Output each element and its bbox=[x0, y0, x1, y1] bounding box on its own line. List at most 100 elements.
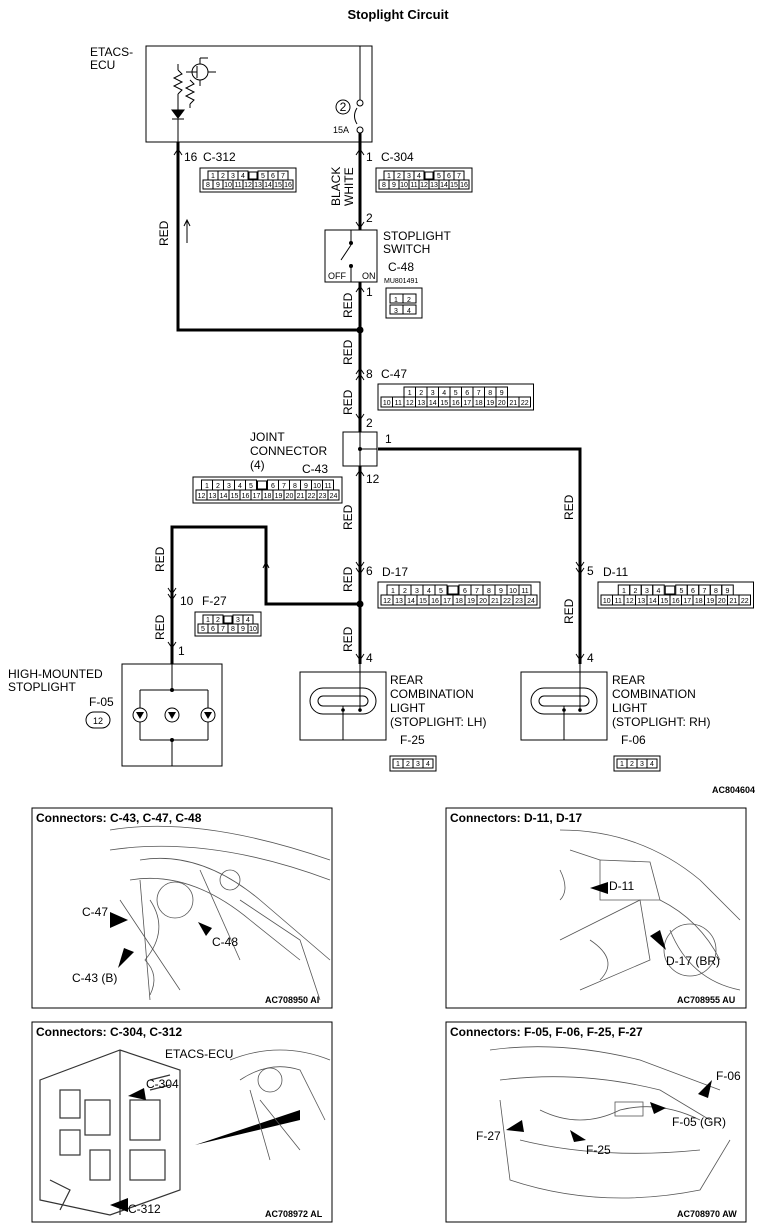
connector-pin-label: 4 bbox=[246, 617, 250, 624]
connector-pin-label: 1 bbox=[408, 390, 412, 397]
connector-pin-label: 20 bbox=[718, 598, 726, 605]
panel3-title: Connectors: C-304, C-312 bbox=[36, 1025, 182, 1039]
high-mount-label-1: HIGH-MOUNTED bbox=[8, 667, 103, 681]
connector-pin-label: 17 bbox=[463, 400, 471, 407]
connector-pin-label: 8 bbox=[714, 588, 718, 595]
panel1-arrow-c48 bbox=[198, 922, 212, 936]
connector-pin-label: 10 bbox=[509, 588, 517, 595]
connector-pin-label: 3 bbox=[227, 483, 231, 490]
high-mounted-stoplight: HIGH-MOUNTED STOPLIGHT 12 bbox=[8, 663, 223, 767]
pin-labels: 16 1 2 1 8 2 1 12 6 5 10 1 4 4 bbox=[178, 150, 594, 665]
part-c48: MU801491 bbox=[384, 278, 418, 285]
wire-label-red-3: RED bbox=[341, 339, 355, 365]
connector-pin-label: 6 bbox=[271, 483, 275, 490]
connector-pin-label: 1 bbox=[205, 483, 209, 490]
connector-key bbox=[447, 585, 459, 595]
pin-c48-out: 1 bbox=[366, 285, 373, 299]
panel4-arrow-f27 bbox=[506, 1120, 524, 1132]
connector-pin-label: 11 bbox=[234, 182, 241, 189]
connector-pin-label: 2 bbox=[403, 588, 407, 595]
ecu-transistor-icon bbox=[171, 57, 216, 142]
current-arrow-left bbox=[183, 218, 191, 243]
connector-pin-label: 15 bbox=[660, 598, 668, 605]
pin-c43-top: 2 bbox=[366, 416, 373, 430]
connector-pin-label: 21 bbox=[297, 493, 305, 500]
connector-pin-label: 12 bbox=[198, 493, 206, 500]
pin-c47: 8 bbox=[366, 367, 373, 381]
connector-pin-label: 4 bbox=[417, 173, 421, 180]
name-c47: C-47 bbox=[381, 367, 407, 381]
connector-pin-label: 2 bbox=[216, 617, 220, 624]
connector-pin-label: 9 bbox=[726, 588, 730, 595]
connector-pin-label: 5 bbox=[261, 173, 265, 180]
connector-pin-label: 15 bbox=[274, 182, 282, 189]
f05-pins: 12 bbox=[93, 716, 103, 726]
panel2-arrow-d17 bbox=[650, 930, 666, 950]
splice-dot-1 bbox=[356, 326, 364, 334]
connector-pin-label: 10 bbox=[224, 182, 232, 189]
connector-pin-label: 7 bbox=[457, 173, 461, 180]
ecu-box bbox=[145, 45, 373, 143]
connector-pin-label: 17 bbox=[683, 598, 691, 605]
connector-pin-label: 14 bbox=[649, 598, 657, 605]
panel1-dashboard-sketch bbox=[109, 825, 331, 1001]
wire-label-red-4: RED bbox=[341, 389, 355, 415]
connector-pin-cell bbox=[518, 396, 531, 408]
name-c48: C-48 bbox=[388, 260, 414, 274]
connector-pin-label: 19 bbox=[275, 493, 283, 500]
panel1-callout-c48: C-48 bbox=[212, 935, 238, 949]
connector-pin-label: 19 bbox=[486, 400, 494, 407]
connector-pin-label: 16 bbox=[672, 598, 680, 605]
connector-pin-label: 4 bbox=[426, 761, 430, 768]
rear-rh-label-3: LIGHT bbox=[612, 701, 648, 715]
connector-pin-cell bbox=[738, 594, 751, 606]
connector-pin-label: 24 bbox=[330, 493, 338, 500]
connector-pin-label: 13 bbox=[395, 598, 403, 605]
connector-pin-label: 21 bbox=[509, 400, 517, 407]
connector-pin-label: 13 bbox=[254, 182, 262, 189]
panel4-code: AC708970 AW bbox=[677, 1209, 737, 1219]
connector-pin-label: 4 bbox=[442, 390, 446, 397]
figure-code: AC804604 bbox=[712, 785, 755, 795]
fuse-top-terminal bbox=[356, 99, 364, 107]
connector-pin-label: 24 bbox=[527, 598, 535, 605]
rear-lh-label-1: REAR bbox=[390, 673, 424, 687]
connector-pin-label: 14 bbox=[264, 182, 272, 189]
connector-pin-label: 2 bbox=[216, 483, 220, 490]
svg-text:3: 3 bbox=[394, 308, 398, 315]
connector-pin-label: 23 bbox=[515, 598, 523, 605]
connector-pin-label: 22 bbox=[521, 400, 529, 407]
connector-key bbox=[664, 585, 676, 595]
joint-connector: JOINT CONNECTOR (4) bbox=[250, 430, 378, 472]
connector-key bbox=[257, 480, 267, 490]
connector-pin-label: 23 bbox=[319, 493, 327, 500]
connector-pin-label: 2 bbox=[397, 173, 401, 180]
connector-pin-label: 12 bbox=[244, 182, 252, 189]
panel2-title: Connectors: D-11, D-17 bbox=[450, 811, 582, 825]
panel4-callout-f27: F-27 bbox=[476, 1129, 501, 1143]
connector-pin-label: 13 bbox=[430, 182, 438, 189]
connector-pin-label: 2 bbox=[406, 761, 410, 768]
switch-on: ON bbox=[362, 271, 376, 281]
connector-pin-label: 1 bbox=[622, 588, 626, 595]
name-d17: D-17 bbox=[382, 565, 408, 579]
connector-pin-label: 11 bbox=[395, 400, 402, 407]
connector-pin-cell bbox=[646, 758, 658, 769]
connector-pin-label: 17 bbox=[253, 493, 261, 500]
connector-pin-label: 14 bbox=[440, 182, 448, 189]
connector-pin-label: 7 bbox=[475, 588, 479, 595]
connector-pin-label: 10 bbox=[313, 483, 321, 490]
joint-label-2: CONNECTOR bbox=[250, 444, 327, 458]
panel1-arrow-c47 bbox=[110, 912, 128, 928]
rear-rh-label-4: (STOPLIGHT: RH) bbox=[612, 715, 710, 729]
wire-label-black: BLACK bbox=[329, 167, 343, 206]
pin-c304: 1 bbox=[366, 150, 373, 164]
connector-pin-label: 10 bbox=[249, 626, 257, 633]
connector-pin-label: 3 bbox=[640, 761, 644, 768]
wire-high-mount bbox=[170, 525, 360, 664]
panel4-arrow-f05 bbox=[650, 1102, 666, 1114]
